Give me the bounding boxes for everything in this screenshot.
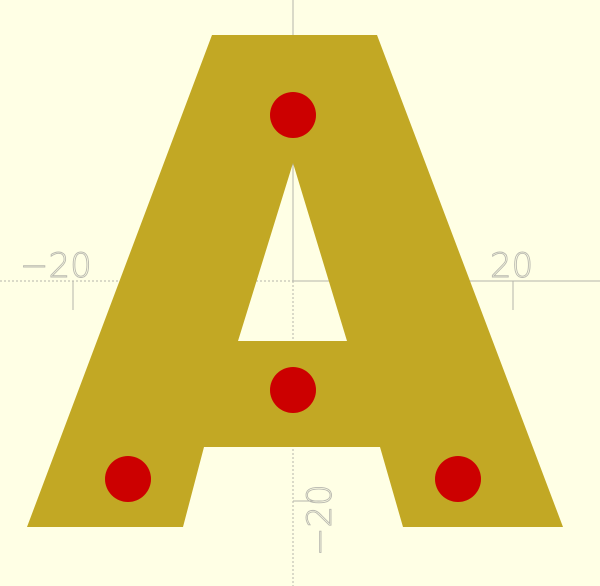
letter-a-model[interactable] [27, 35, 563, 527]
x-axis-label-positive: 20 [490, 246, 533, 286]
y-axis-label-negative: −20 [300, 484, 340, 556]
hole-top[interactable] [270, 92, 316, 138]
hole-bottom-right[interactable] [435, 456, 481, 502]
hole-bottom-left[interactable] [105, 456, 151, 502]
x-axis-label-negative: −20 [20, 246, 92, 286]
hole-middle[interactable] [270, 367, 316, 413]
